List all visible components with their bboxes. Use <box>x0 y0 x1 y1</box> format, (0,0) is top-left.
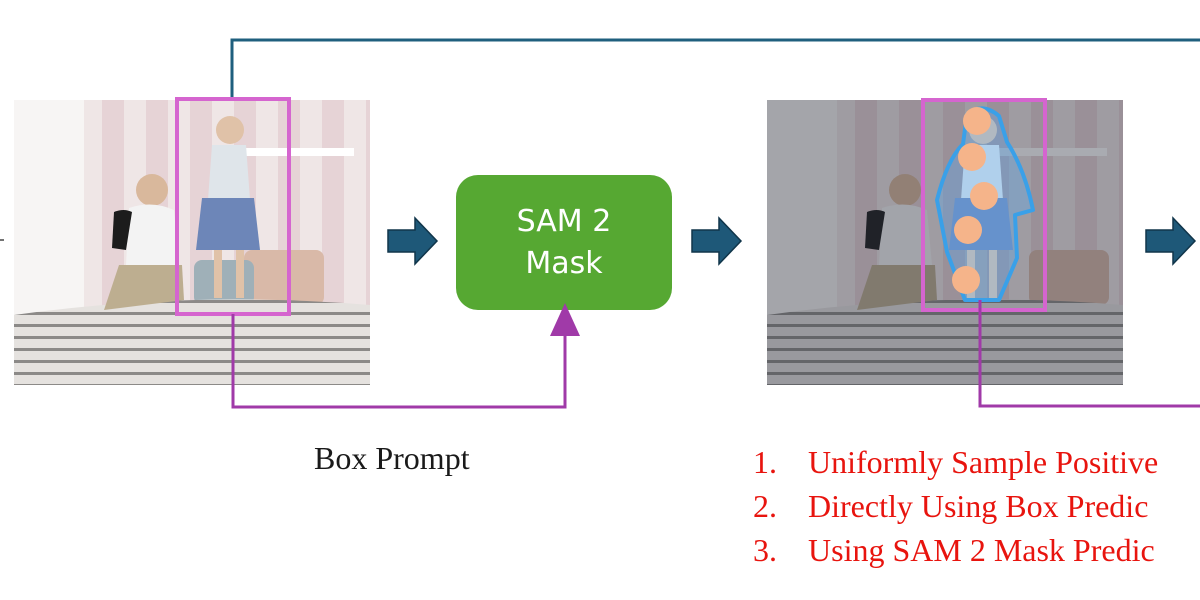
strategy-item: 2. Directly Using Box Predic <box>753 484 1158 528</box>
positive-point <box>952 266 980 294</box>
strategy-text: Directly Using Box Predic <box>808 488 1149 524</box>
prompt-strategy-list: 1. Uniformly Sample Positive 2. Directly… <box>753 440 1158 572</box>
strategy-item: 3. Using SAM 2 Mask Predic <box>753 528 1158 572</box>
positive-point <box>958 143 986 171</box>
arrow-to-prediction <box>691 216 743 266</box>
teal-connector-line <box>230 38 1200 100</box>
prediction-connector-line <box>978 300 1200 408</box>
strategy-number: 2. <box>753 488 777 524</box>
strategy-text: Using SAM 2 Mask Predic <box>808 532 1155 568</box>
strategy-number: 1. <box>753 444 777 480</box>
input-frame-image <box>14 100 370 385</box>
sam2-label-line1: SAM 2 <box>516 203 612 239</box>
strategy-text: Uniformly Sample Positive <box>808 444 1159 480</box>
sam2-label-line2: Mask <box>525 245 603 281</box>
box-prompt-caption: Box Prompt <box>314 440 470 476</box>
positive-point <box>954 216 982 244</box>
positive-point <box>963 107 991 135</box>
box-prompt-arrow <box>231 303 580 409</box>
box-prompt-rectangle <box>175 97 291 316</box>
arrow-to-next-stage <box>1145 216 1197 266</box>
strategy-item: 1. Uniformly Sample Positive <box>753 440 1158 484</box>
arrow-to-sam2 <box>387 216 439 266</box>
strategy-number: 3. <box>753 532 777 568</box>
sam2-mask-block: SAM 2 Mask <box>456 175 672 310</box>
predicted-box-rectangle <box>921 98 1047 312</box>
positive-point <box>970 182 998 210</box>
prediction-frame-image <box>767 100 1123 385</box>
